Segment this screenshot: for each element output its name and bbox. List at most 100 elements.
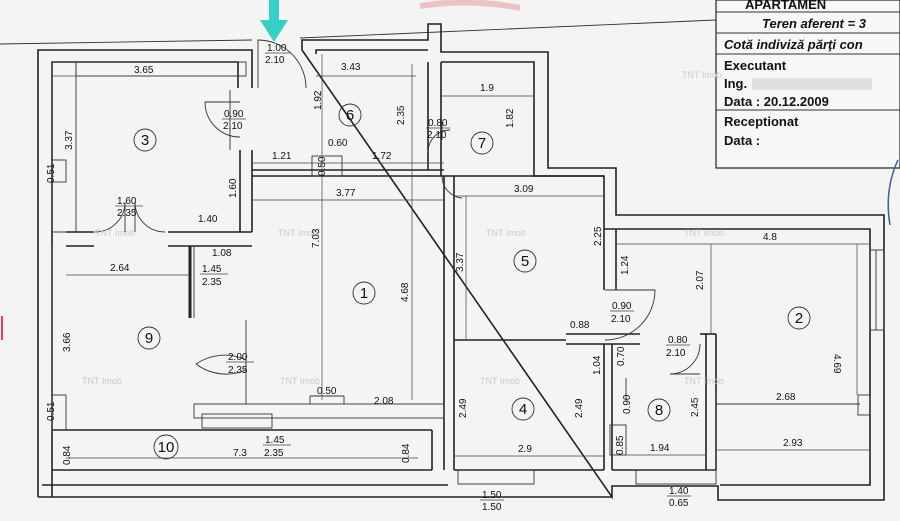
room-4-number: 4 <box>519 401 527 418</box>
dim-room4-width: 2.9 <box>518 444 532 455</box>
dim-window-room4-height: 1.50 <box>482 502 502 513</box>
dim-wall-0-51-top: 0.51 <box>46 163 57 183</box>
dim-window-room8-width: 1.40 <box>669 486 689 497</box>
dim-room5-depth: 3.37 <box>455 252 466 272</box>
watermark-5: TNT Imob <box>684 228 724 238</box>
dimension-labels: 1.00 2.10 3.65 3.43 3.37 0.51 0.90 2.10 … <box>46 43 842 513</box>
room-7-number: 7 <box>478 135 486 152</box>
entry-arrow-icon <box>260 0 288 42</box>
title-cota-indiviza: Cotă indiviză părţi con <box>724 37 863 52</box>
title-inginer: Ing. <box>724 76 747 91</box>
dim-room10-door-2-35: 2.35 <box>264 448 284 459</box>
dim-room8-depth: 2.45 <box>690 397 701 417</box>
watermark-6: TNT Imob <box>82 376 122 386</box>
blue-pen-mark <box>887 159 899 226</box>
dim-hall-7-03: 7.03 <box>311 228 322 248</box>
frame-line-top-right <box>299 19 717 39</box>
watermark-3: TNT Imob <box>278 228 318 238</box>
dim-room2-2-07: 2.07 <box>695 270 706 290</box>
dim-hall-3-77: 3.77 <box>336 188 356 199</box>
dim-room3-depth: 3.37 <box>64 130 75 150</box>
dim-room9-door-2-00: 2.00 <box>228 352 248 363</box>
dim-column-0-60: 0.60 <box>328 138 348 149</box>
title-data-receptie: Data : <box>724 133 760 148</box>
dim-room2-width-bottom: 2.93 <box>783 438 803 449</box>
room-markers: 1 2 3 4 5 6 7 8 9 10 <box>133 103 811 460</box>
dim-room9-width: 2.64 <box>110 263 130 274</box>
watermark-2: TNT Imob <box>95 228 135 238</box>
dim-hall-2-08: 2.08 <box>374 396 394 407</box>
dim-window-room4-width: 1.50 <box>482 490 502 501</box>
dim-room5-width: 3.09 <box>514 184 534 195</box>
room-1-number: 1 <box>360 285 368 302</box>
title-executant: Executant <box>724 58 787 73</box>
dim-hall-1-92: 1.92 <box>313 90 324 110</box>
watermark-1: TNT Imob <box>682 70 722 80</box>
watermark-9: TNT Imob <box>684 376 724 386</box>
outer-walls <box>37 23 885 501</box>
dim-room9-door-1-45: 1.45 <box>202 264 222 275</box>
dim-window-room8-height: 0.65 <box>669 498 689 509</box>
dim-hall-1-21: 1.21 <box>272 151 292 162</box>
dim-room10-width: 7.3 <box>233 448 247 459</box>
door-swings <box>94 39 701 404</box>
dim-column-0-50: 0.50 <box>317 156 328 176</box>
dim-room8-door-0-90: 0.90 <box>622 394 633 414</box>
room-5-number: 5 <box>521 253 529 270</box>
dim-room3-width: 3.65 <box>134 65 154 76</box>
dim-room9-1-08: 1.08 <box>212 248 232 259</box>
dim-wall-0-88: 0.88 <box>570 320 590 331</box>
room-9-number: 9 <box>145 330 153 347</box>
title-data-executie: Data : 20.12.2009 <box>724 94 829 109</box>
dim-room4-depth-left: 2.49 <box>458 398 469 418</box>
dim-room4-door-width: 0.90 <box>612 301 632 312</box>
dimension-lines <box>51 54 870 459</box>
dim-room10-0-84-left: 0.84 <box>62 445 73 465</box>
title-receptionat: Receptionat <box>724 114 799 129</box>
dim-room7-door-height: 2.10 <box>427 130 447 141</box>
watermarks: TNT Imob TNT Imob TNT Imob TNT Imob TNT … <box>82 70 724 386</box>
dim-entry-door-width: 1.00 <box>267 43 287 54</box>
dim-room3-door-1-60: 1.60 <box>117 196 137 207</box>
dim-room7-depth: 1.82 <box>505 108 516 128</box>
watermark-4: TNT Imob <box>486 228 526 238</box>
dim-room7-width: 1.9 <box>480 83 494 94</box>
room-10-number: 10 <box>158 439 175 456</box>
interior-walls <box>51 61 885 485</box>
dim-room2-width-top: 4.8 <box>763 232 777 243</box>
dim-room9-depth: 3.66 <box>62 332 73 352</box>
dim-hall-1-72: 1.72 <box>372 151 392 162</box>
dim-entry-door-height: 2.10 <box>265 55 285 66</box>
watermark-8: TNT Imob <box>480 376 520 386</box>
dim-room4-depth-right: 2.49 <box>574 398 585 418</box>
dim-room8-0-85: 0.85 <box>615 435 626 455</box>
dim-room10-0-84-right: 0.84 <box>401 443 412 463</box>
room-2-number: 2 <box>795 310 803 327</box>
title-teren-aferent: Teren aferent = 3 <box>762 16 867 31</box>
dim-room5-2-25: 2.25 <box>593 226 604 246</box>
dim-wall-0-51-bottom: 0.51 <box>46 401 57 421</box>
dim-room6-depth: 2.35 <box>396 105 407 125</box>
room-8-number: 8 <box>655 402 663 419</box>
dim-room4-1-04: 1.04 <box>592 355 603 375</box>
room-6-number: 6 <box>346 107 354 124</box>
dim-room9-door-2-35b: 2.35 <box>228 365 248 376</box>
dim-room8-door-width: 0.80 <box>668 335 688 346</box>
dim-room3-1-60: 1.60 <box>228 178 239 198</box>
dim-room3-1-40: 1.40 <box>198 214 218 225</box>
title-block: APARTAMEN Teren aferent = 3 Cotă indiviz… <box>715 0 900 169</box>
title-apartament: APARTAMEN <box>745 0 826 12</box>
dim-room1-depth: 4.68 <box>400 282 411 302</box>
top-edge-smudge <box>419 0 521 11</box>
watermark-7: TNT Imob <box>280 376 320 386</box>
dim-room9-door-2-35: 2.35 <box>202 277 222 288</box>
dim-room10-door-1-45: 1.45 <box>265 435 285 446</box>
room-3-number: 3 <box>141 132 149 149</box>
dim-room6-width: 3.43 <box>341 62 361 73</box>
dim-room5-1-24: 1.24 <box>620 255 631 275</box>
redacted-name-blur <box>752 78 872 90</box>
dim-room3-door-height: 2.10 <box>223 121 243 132</box>
dim-room8-0-70: 0.70 <box>616 346 627 366</box>
dim-room4-door-height: 2.10 <box>611 314 631 325</box>
